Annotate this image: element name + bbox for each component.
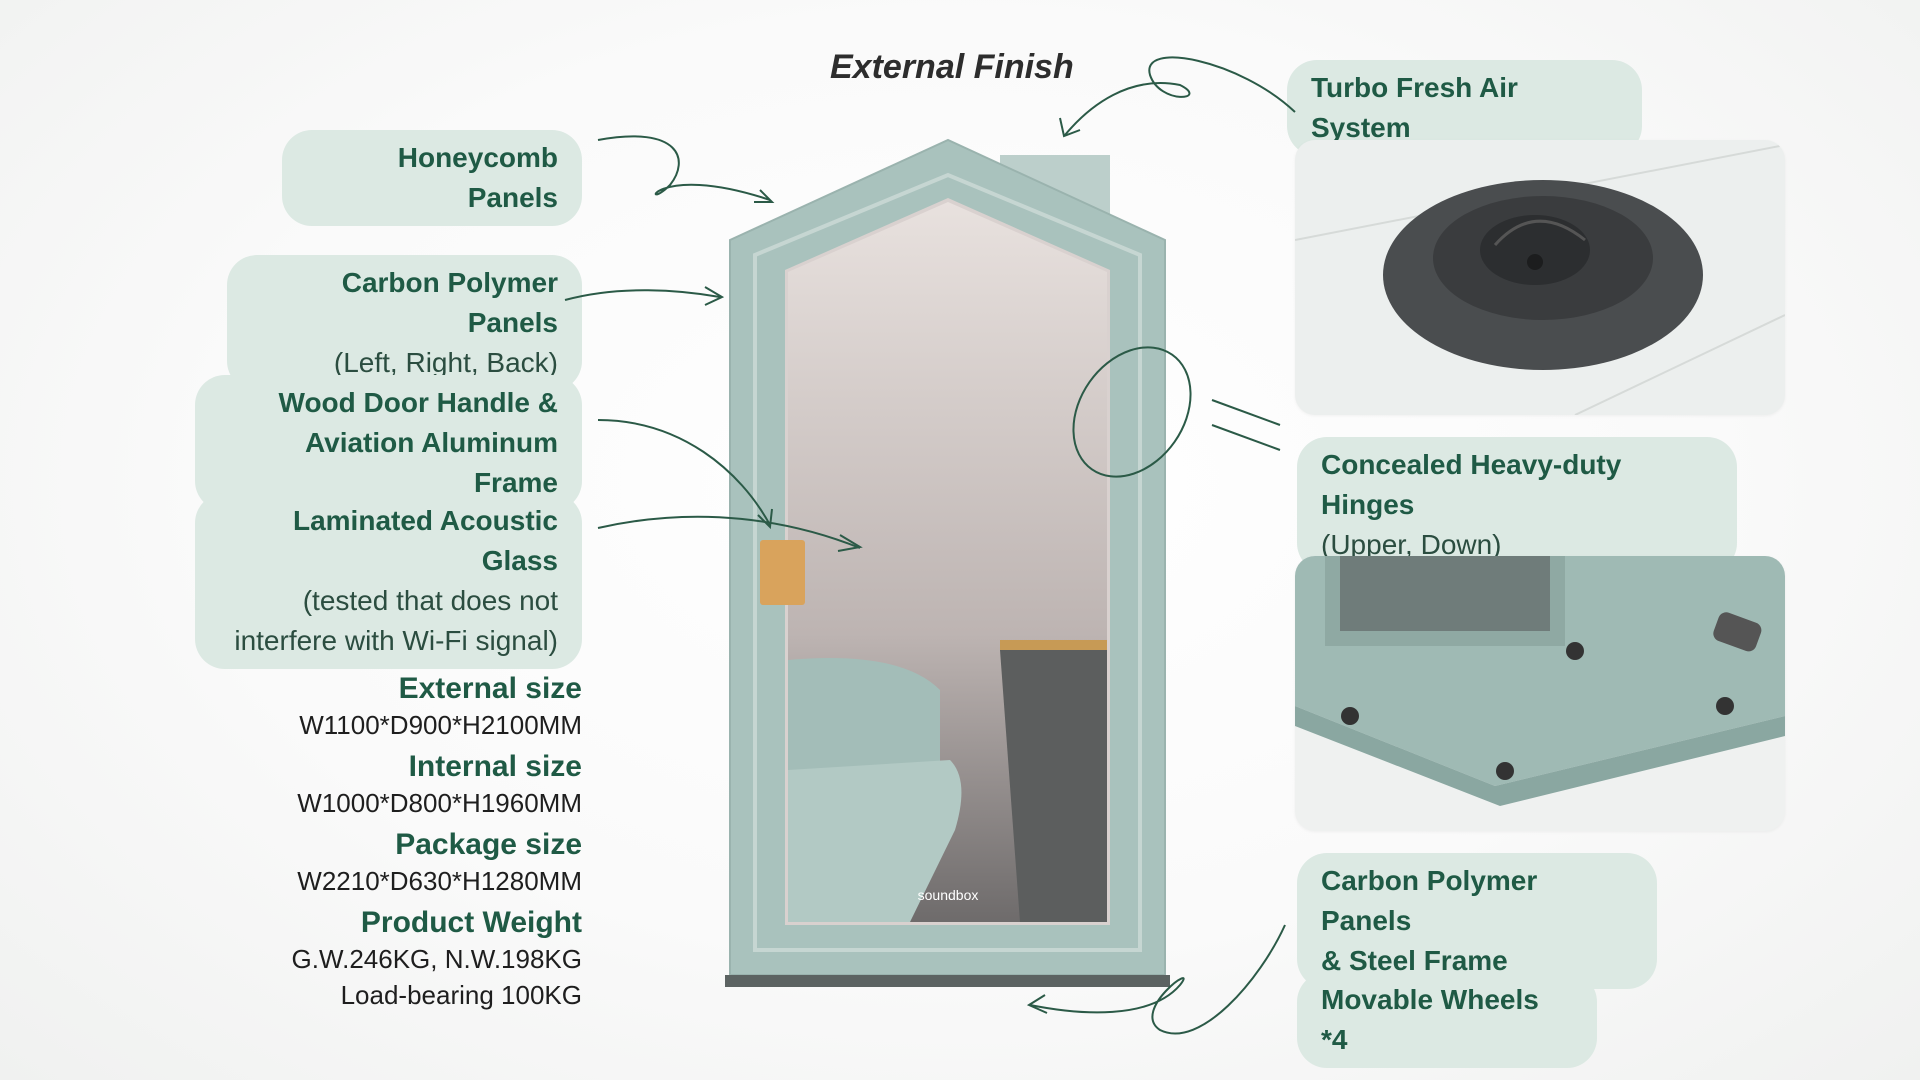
- arrow-turbo-air: [1064, 56, 1296, 136]
- door-handle: [760, 540, 805, 605]
- spec-value: G.W.246KG, N.W.198KG: [291, 944, 582, 974]
- spec-label: Internal size: [408, 750, 582, 783]
- callout-label: Carbon Polymer Panels: [341, 267, 558, 338]
- arrow-wheels: [1029, 924, 1286, 1035]
- arrow-honeycomb: [597, 135, 771, 201]
- spec-value: W2210*D630*H1280MM: [297, 866, 582, 896]
- callout-laminated-glass: Laminated Acoustic Glass (tested that do…: [195, 493, 582, 669]
- spec-label: External size: [398, 672, 582, 705]
- callout-carbon-steel-frame: Carbon Polymer Panels & Steel Frame: [1297, 853, 1657, 989]
- callout-label: Laminated Acoustic Glass: [292, 505, 558, 576]
- spec-value: W1000*D800*H1960MM: [297, 788, 582, 818]
- callout-sublabel: (Left, Right, Back): [333, 347, 558, 378]
- hinge-circle: [1072, 346, 1192, 478]
- spec-value: W1100*D900*H2100MM: [299, 710, 582, 740]
- callout-carbon-polymer-panels: Carbon Polymer Panels (Left, Right, Back…: [227, 255, 582, 391]
- spec-list: External size W1100*D900*H2100MM Interna…: [182, 665, 582, 1013]
- callout-label: Concealed Heavy-duty Hinges: [1321, 449, 1622, 520]
- callout-sublabel: & Steel Frame: [1321, 945, 1508, 976]
- callout-label: Wood Door Handle &: [278, 387, 558, 418]
- spec-value: Load-bearing 100KG: [340, 980, 582, 1010]
- fan-detail-photo: [1295, 140, 1785, 415]
- callout-label: Turbo Fresh Air System: [1311, 72, 1518, 143]
- callout-sublabel: (tested that does not: [302, 585, 558, 616]
- base-illustration: [1295, 556, 1785, 806]
- spec-label: Product Weight: [360, 906, 582, 939]
- spec-label: Package size: [395, 828, 582, 861]
- brand-watermark: soundbox: [918, 887, 979, 903]
- base-hinges-photo: [1295, 556, 1785, 831]
- phone-booth-illustration: soundbox: [725, 138, 1170, 987]
- fan-illustration: [1295, 144, 1785, 415]
- callout-sublabel: (Upper, Down): [1321, 529, 1502, 560]
- arrowhead: [754, 189, 775, 203]
- callout-label: Carbon Polymer Panels: [1321, 865, 1538, 936]
- callout-concealed-hinges: Concealed Heavy-duty Hinges (Upper, Down…: [1297, 437, 1737, 573]
- callout-label: Aviation Aluminum Frame: [304, 427, 558, 498]
- callout-honeycomb-panels: Honeycomb Panels: [282, 130, 582, 226]
- arrow-glass: [597, 515, 861, 549]
- arrow-carbon-polymer: [564, 289, 721, 301]
- callout-label: Honeycomb Panels: [397, 142, 558, 213]
- arrow-wood-handle: [597, 419, 771, 526]
- callout-label: Movable Wheels *4: [1321, 984, 1539, 1055]
- section-title: External Finish: [830, 48, 1074, 86]
- callout-sublabel: interfere with Wi-Fi signal): [234, 625, 558, 656]
- callout-wood-door-handle: Wood Door Handle & Aviation Aluminum Fra…: [195, 375, 582, 511]
- callout-movable-wheels: Movable Wheels *4: [1297, 972, 1597, 1068]
